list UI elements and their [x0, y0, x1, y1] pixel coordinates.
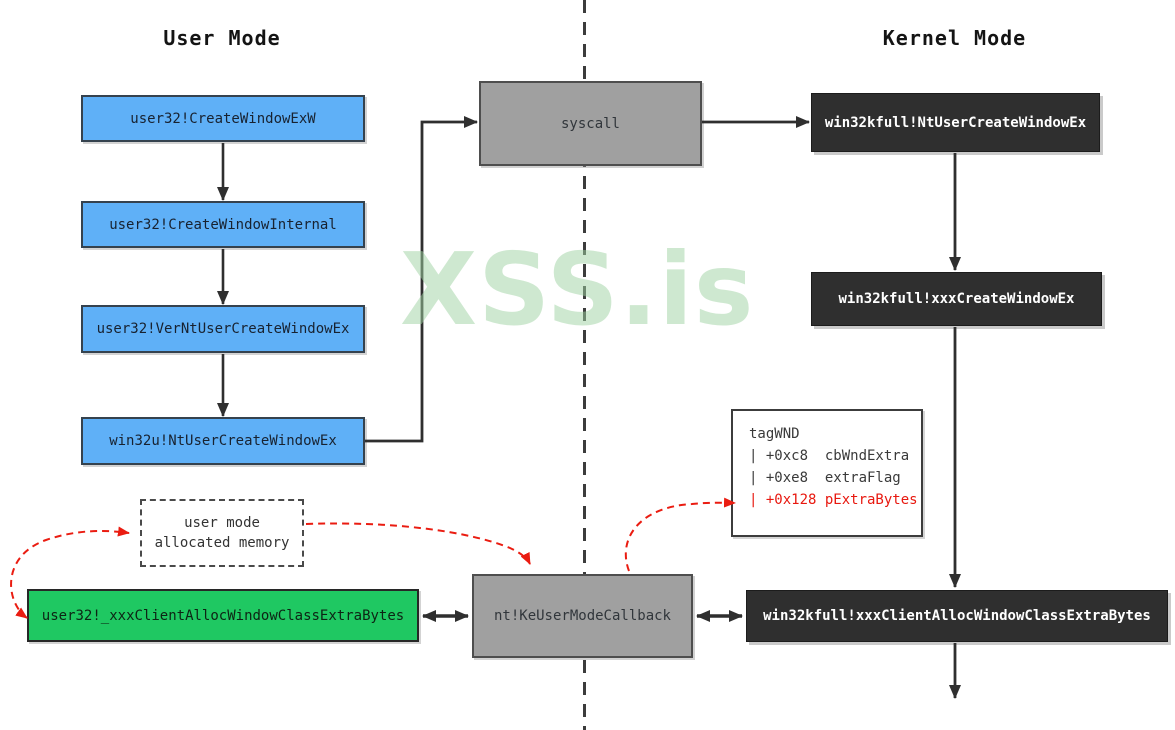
box-user32-xxxclientallocwindowclassextrabytes: user32!_xxxClientAllocWindowClassExtraBy… [27, 589, 419, 642]
red-arrow-callback-to-pextrabytes [624, 497, 736, 572]
tagwnd-field-extraflag: | +0xe8 extraFlag [749, 470, 901, 486]
box-win32kfull-xxxcreatewindowex: win32kfull!xxxCreateWindowEx [811, 272, 1102, 326]
memory-box-line1: user mode [184, 515, 260, 531]
box-win32kfull-xxxclientallocwindowclassextrabytes: win32kfull!xxxClientAllocWindowClassExtr… [746, 590, 1168, 642]
box-user32-createwindowinternal: user32!CreateWindowInternal [81, 201, 365, 248]
tagwnd-title: tagWND [749, 426, 800, 442]
memory-box-line2: allocated memory [154, 535, 290, 551]
box-user32-createwindowexw: user32!CreateWindowExW [81, 95, 365, 142]
tagwnd-field-cbwndextra: | +0xc8 cbWndExtra [749, 448, 910, 464]
box-syscall: syscall [479, 81, 702, 166]
xss-is-watermark: XSS.is [400, 231, 755, 348]
box-win32u-ntusercreatewindowex: win32u!NtUserCreateWindowEx [81, 417, 365, 465]
user-mode-title: User Mode [163, 26, 281, 50]
kernel-mode-title: Kernel Mode [882, 26, 1027, 50]
arrow-win32u-to-syscall [365, 116, 478, 443]
box-user32-verntusercreatewindowex: user32!VerNtUserCreateWindowEx [81, 305, 365, 353]
box-win32kfull-ntusercreatewindowex: win32kfull!NtUserCreateWindowEx [811, 93, 1100, 152]
box-tagwnd-structure: tagWND | +0xc8 cbWndExtra | +0xe8 extraF… [731, 409, 923, 537]
red-arrow-memory-to-callback [305, 522, 531, 565]
box-nt-keusermodecallback: nt!KeUserModeCallback [472, 574, 693, 658]
box-user-mode-allocated-memory: user mode allocated memory [140, 499, 304, 567]
tagwnd-field-pextrabytes: | +0x128 pExtraBytes [749, 492, 918, 508]
